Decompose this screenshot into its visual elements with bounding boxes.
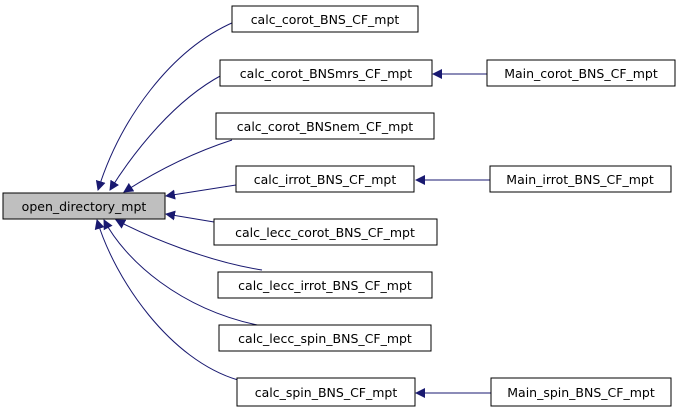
node-label: calc_spin_BNS_CF_mpt bbox=[255, 385, 398, 400]
node-label: Main_corot_BNS_CF_mpt bbox=[504, 66, 658, 81]
node-calc-corot-bnsnem-cf-mpt[interactable]: calc_corot_BNSnem_CF_mpt bbox=[215, 112, 435, 140]
edge-calc-corot-to-root bbox=[95, 21, 235, 191]
node-label: Main_spin_BNS_CF_mpt bbox=[507, 385, 655, 400]
node-calc-lecc-spin-bns-cf-mpt[interactable]: calc_lecc_spin_BNS_CF_mpt bbox=[218, 324, 432, 352]
node-calc-lecc-corot-bns-cf-mpt[interactable]: calc_lecc_corot_BNS_CF_mpt bbox=[213, 218, 438, 246]
node-main-spin-bns-cf-mpt[interactable]: Main_spin_BNS_CF_mpt bbox=[490, 377, 672, 407]
edge-calc-irrot-to-root bbox=[165, 184, 237, 200]
node-label: calc_corot_BNS_CF_mpt bbox=[251, 12, 400, 27]
edge-calc-spin-to-root bbox=[94, 219, 239, 381]
node-label: calc_lecc_irrot_BNS_CF_mpt bbox=[238, 278, 412, 293]
node-label: Main_irrot_BNS_CF_mpt bbox=[506, 172, 654, 187]
edge-calc-lecc-spin-to-root bbox=[103, 219, 263, 327]
node-calc-corot-bnsmrs-cf-mpt[interactable]: calc_corot_BNSmrs_CF_mpt bbox=[219, 59, 433, 87]
node-calc-irrot-bns-cf-mpt[interactable]: calc_irrot_BNS_CF_mpt bbox=[235, 165, 415, 193]
node-calc-spin-bns-cf-mpt[interactable]: calc_spin_BNS_CF_mpt bbox=[236, 377, 416, 407]
node-main-corot-bns-cf-mpt[interactable]: Main_corot_BNS_CF_mpt bbox=[486, 59, 676, 87]
node-label: open_directory_mpt bbox=[22, 199, 147, 214]
node-calc-lecc-irrot-bns-cf-mpt[interactable]: calc_lecc_irrot_BNS_CF_mpt bbox=[217, 271, 433, 299]
node-label: calc_corot_BNSnem_CF_mpt bbox=[237, 119, 413, 134]
node-label: calc_lecc_spin_BNS_CF_mpt bbox=[238, 331, 412, 346]
node-main-irrot-bns-cf-mpt[interactable]: Main_irrot_BNS_CF_mpt bbox=[489, 165, 672, 193]
node-label: calc_lecc_corot_BNS_CF_mpt bbox=[235, 225, 415, 240]
edge-calc-corot-bnsnem-to-root bbox=[123, 139, 233, 193]
node-label: calc_corot_BNSmrs_CF_mpt bbox=[240, 66, 413, 81]
node-label: calc_irrot_BNS_CF_mpt bbox=[254, 172, 397, 187]
edge-calc-lecc-irrot-to-root bbox=[115, 219, 263, 271]
node-calc-corot-bns-cf-mpt[interactable]: calc_corot_BNS_CF_mpt bbox=[231, 5, 419, 33]
edge-calc-corot-bnsmrs-to-root bbox=[109, 74, 223, 191]
edge-calc-lecc-corot-to-root bbox=[165, 210, 215, 223]
node-open-directory-mpt[interactable]: open_directory_mpt bbox=[2, 192, 166, 220]
